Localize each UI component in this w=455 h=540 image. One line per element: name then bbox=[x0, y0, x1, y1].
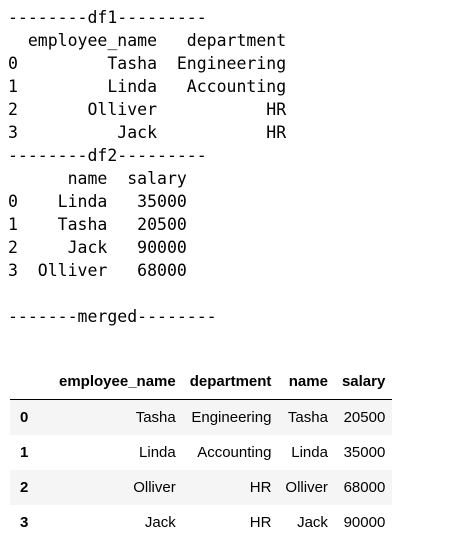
df2-header-line: name salary bbox=[8, 169, 187, 188]
df2-row-line: 2 Jack 90000 bbox=[8, 238, 187, 257]
table-header-row: employee_name department name salary bbox=[10, 364, 393, 400]
table-row: 1 Linda Accounting Linda 35000 bbox=[10, 435, 393, 470]
df1-separator-line: --------df1--------- bbox=[8, 8, 207, 27]
merged-dataframe-table: employee_name department name salary 0 T… bbox=[10, 364, 393, 540]
row-index-cell: 3 bbox=[20, 514, 29, 531]
df1-header-line: employee_name department bbox=[8, 31, 287, 50]
blank-line bbox=[8, 282, 286, 305]
table-row: 2 Olliver HR Olliver 68000 bbox=[10, 470, 393, 505]
merged-separator-line: -------merged-------- bbox=[8, 307, 217, 326]
salary-cell: 68000 bbox=[343, 479, 386, 496]
name-cell: Linda bbox=[291, 444, 328, 461]
column-header-salary: salary bbox=[334, 364, 393, 400]
column-header-department: department bbox=[182, 364, 279, 400]
row-index-cell: 0 bbox=[20, 409, 29, 426]
df1-row-line: 3 Jack HR bbox=[8, 123, 287, 142]
df2-row-line: 0 Linda 35000 bbox=[8, 192, 187, 211]
df1-row-line: 1 Linda Accounting bbox=[8, 77, 287, 96]
name-cell: Tasha bbox=[287, 409, 328, 426]
employee-name-cell: Tasha bbox=[135, 409, 176, 426]
salary-cell: 20500 bbox=[343, 409, 386, 426]
stdout-text-output: --------df1--------- employee_name depar… bbox=[8, 6, 286, 328]
column-header-name: name bbox=[278, 364, 335, 400]
salary-cell: 35000 bbox=[343, 444, 386, 461]
department-cell: HR bbox=[249, 479, 272, 496]
salary-cell: 90000 bbox=[343, 514, 386, 531]
row-index-cell: 2 bbox=[20, 479, 29, 496]
department-cell: Engineering bbox=[191, 409, 272, 426]
df2-row-line: 3 Olliver 68000 bbox=[8, 261, 187, 280]
table-row: 3 Jack HR Jack 90000 bbox=[10, 505, 393, 540]
column-header-employee-name: employee_name bbox=[52, 364, 183, 400]
index-column-header bbox=[10, 364, 52, 400]
employee-name-cell: Linda bbox=[139, 444, 176, 461]
employee-name-cell: Jack bbox=[144, 514, 176, 531]
df1-row-line: 0 Tasha Engineering bbox=[8, 54, 287, 73]
name-cell: Olliver bbox=[285, 479, 328, 496]
df2-separator-line: --------df2--------- bbox=[8, 146, 207, 165]
department-cell: Accounting bbox=[197, 444, 272, 461]
df2-row-line: 1 Tasha 20500 bbox=[8, 215, 187, 234]
table-row: 0 Tasha Engineering Tasha 20500 bbox=[10, 399, 393, 435]
employee-name-cell: Olliver bbox=[133, 479, 176, 496]
row-index-cell: 1 bbox=[20, 444, 29, 461]
name-cell: Jack bbox=[297, 514, 328, 531]
department-cell: HR bbox=[249, 514, 272, 531]
df1-row-line: 2 Olliver HR bbox=[8, 100, 287, 119]
